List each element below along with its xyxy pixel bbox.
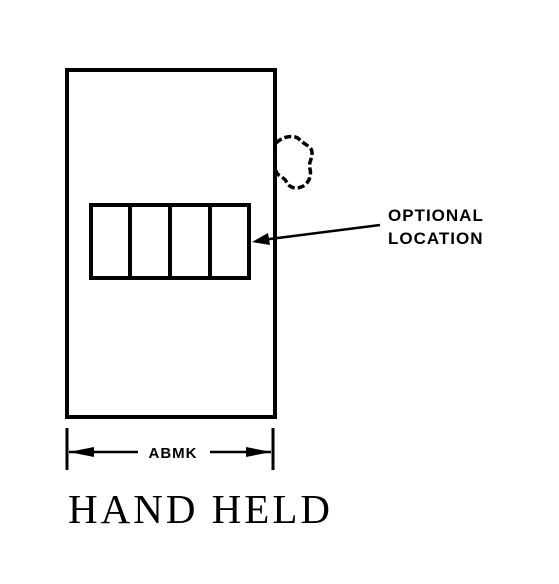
dimension-label: ABMK <box>149 445 198 462</box>
leader-arrowhead <box>252 233 270 245</box>
callout-leader <box>252 223 381 245</box>
callout-line-1: OPTIONAL <box>388 206 484 225</box>
dimension-arrow-left <box>69 447 94 457</box>
side-knob <box>274 134 314 190</box>
dimension-line <box>65 428 275 470</box>
leader-line <box>261 223 381 242</box>
diagram-caption: HAND HELD <box>68 486 333 532</box>
callout-line-2: LOCATION <box>388 229 484 248</box>
display-window <box>89 203 251 280</box>
device-body <box>65 68 277 419</box>
dimension-arrow-right <box>246 447 271 457</box>
